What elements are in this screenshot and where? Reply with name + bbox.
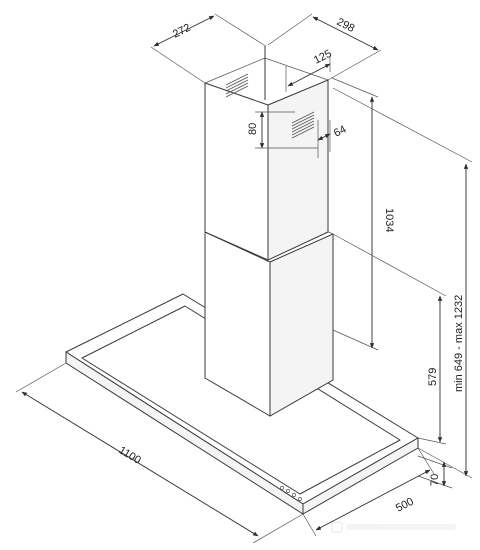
chimney-upper <box>204 45 329 261</box>
dimension-70: 70 <box>417 455 453 489</box>
label-272: 272 <box>171 22 193 41</box>
dimension-272: 272 <box>150 13 265 84</box>
label-1034: 1034 <box>383 208 395 232</box>
dimension-579: 579 <box>332 233 447 445</box>
watermark-logo <box>331 521 456 533</box>
chimney-lower <box>204 204 334 417</box>
label-579: 579 <box>427 368 439 386</box>
label-298: 298 <box>335 16 357 35</box>
dimension-1034: 1034 <box>331 77 395 351</box>
dimension-min-max: min 649 - max 1232 <box>332 87 473 479</box>
dimension-64: 64 <box>317 120 348 158</box>
vent-grille-left <box>225 73 249 98</box>
control-buttons <box>280 486 302 501</box>
label-min-max: min 649 - max 1232 <box>453 295 465 392</box>
dimension-80: 80 <box>247 111 318 149</box>
label-500: 500 <box>394 496 416 515</box>
dimension-298: 298 <box>267 13 382 81</box>
vent-grille-right <box>291 111 315 139</box>
label-125: 125 <box>312 48 334 67</box>
label-70: 70 <box>429 474 441 486</box>
label-80: 80 <box>247 123 259 135</box>
label-64: 64 <box>332 123 348 139</box>
